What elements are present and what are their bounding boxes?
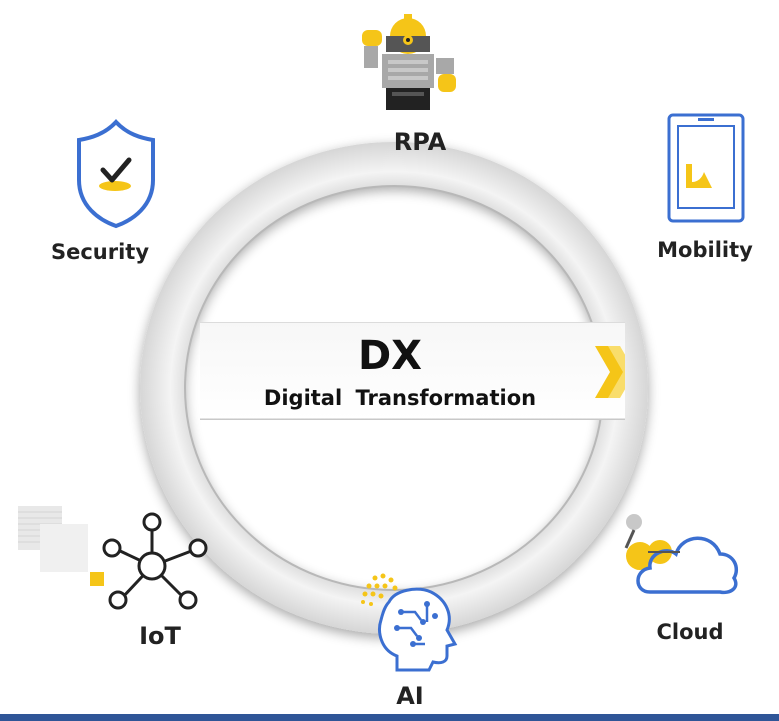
decorative-squares-icon [18, 506, 104, 586]
mobility-label: Mobility [657, 238, 753, 262]
ai-label: AI [396, 682, 424, 710]
center-title: DX [357, 333, 423, 379]
iot-label: IoT [139, 622, 181, 650]
rpa-label: RPA [393, 128, 447, 156]
ai-head-icon [361, 573, 458, 672]
center-banner [200, 322, 625, 420]
center-subtitle: Digital Transformation [263, 386, 537, 410]
shield-check-icon [77, 119, 155, 229]
chevron-icon [595, 346, 625, 398]
network-hub-icon [102, 512, 208, 610]
cloud-label: Cloud [656, 620, 724, 644]
cloud-icon [624, 514, 739, 595]
bottom-bar [0, 714, 779, 721]
robot-icon [362, 14, 456, 110]
smartphone-icon [667, 113, 745, 223]
security-label: Security [50, 240, 150, 264]
